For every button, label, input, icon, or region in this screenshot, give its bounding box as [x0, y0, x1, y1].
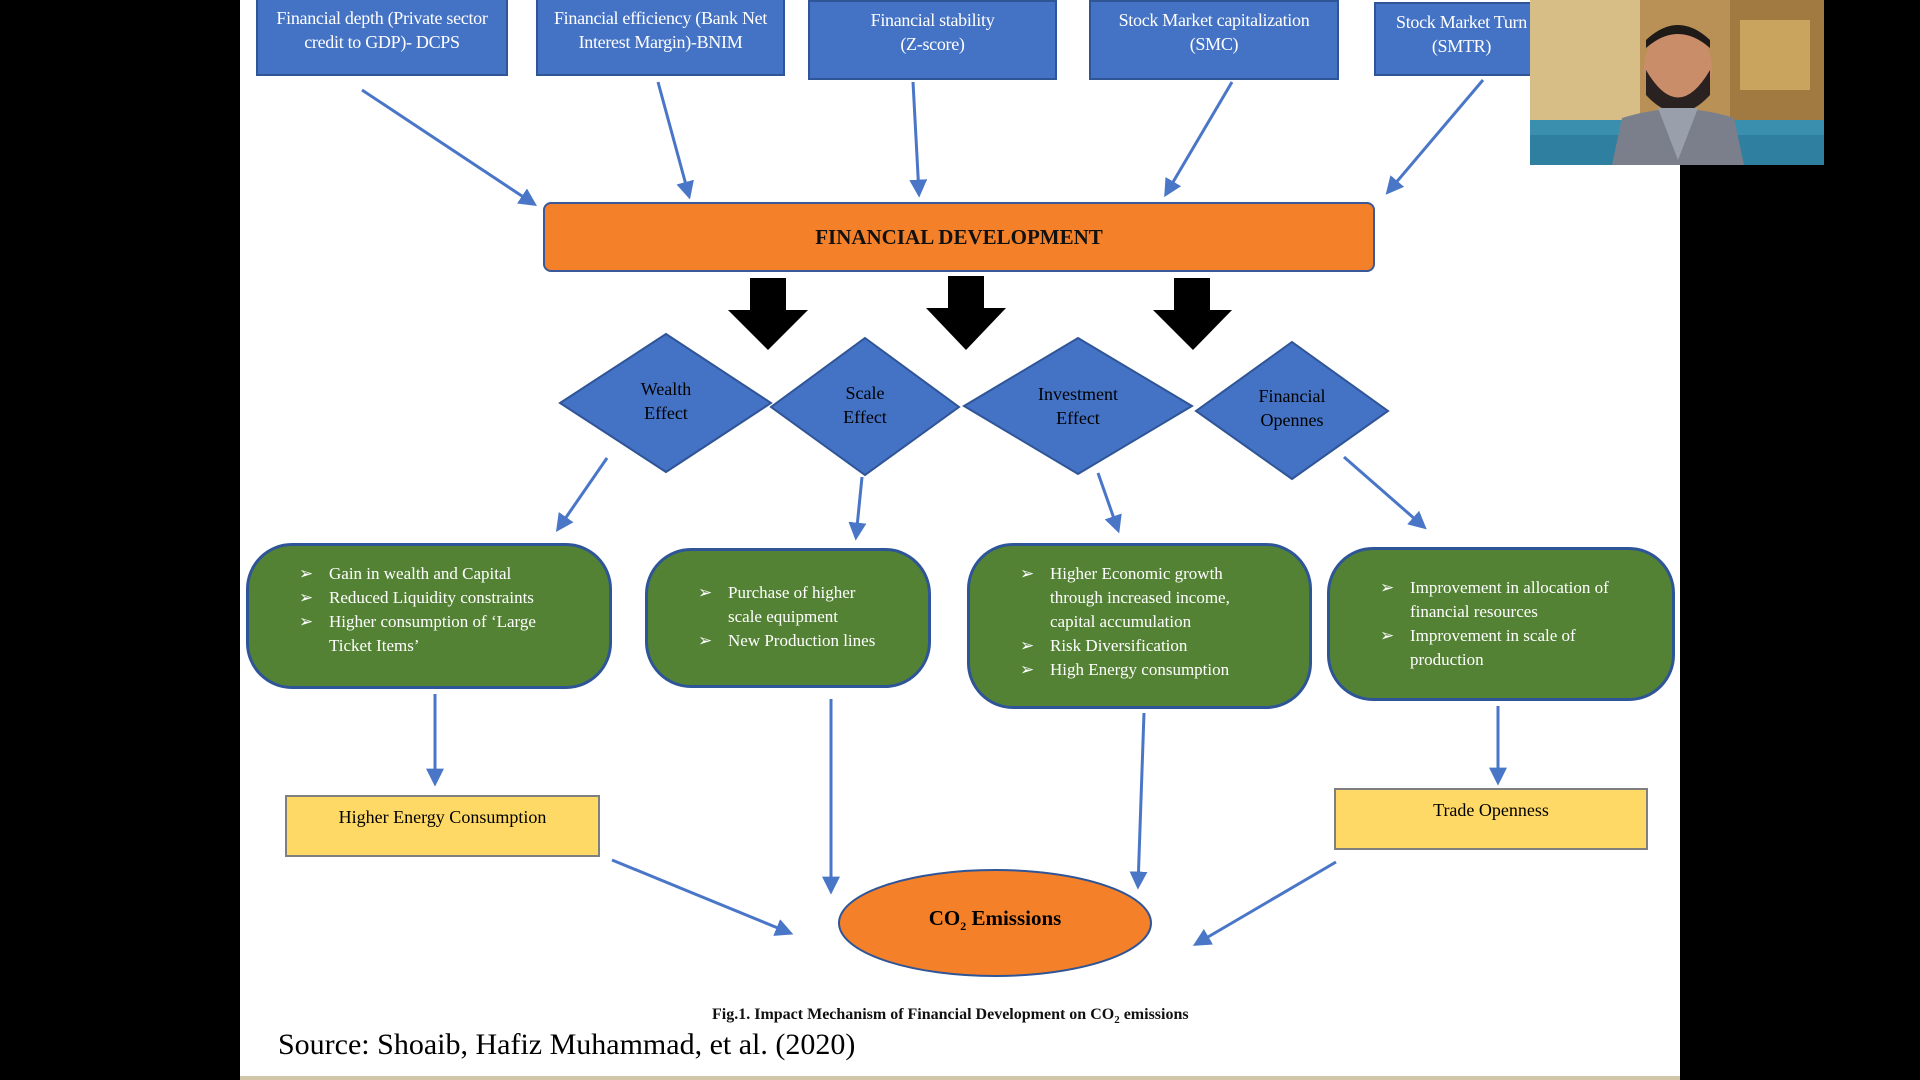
metric-line: Interest Margin)-BNIM	[578, 32, 743, 52]
co2-emissions-label: CO2 Emissions	[928, 906, 1062, 934]
slide-bottom-border	[240, 1076, 1680, 1080]
metric-line: Financial efficiency (Bank Net	[553, 8, 768, 28]
arrow-bullet-icon: ➢	[1020, 660, 1035, 679]
arrow-wealth-to-box	[555, 457, 609, 532]
metric-box-zscore: Financial stability (Z-score)	[808, 0, 1057, 80]
outcome-box-wealth: ➢Gain in wealth and Capital ➢Reduced Liq…	[246, 543, 612, 689]
financial-development-label: FINANCIAL DEVELOPMENT	[815, 224, 1103, 249]
arrow-bullet-icon: ➢	[299, 612, 314, 631]
arrow-bullet-icon: ➢	[299, 588, 314, 607]
diagram-connectors	[361, 79, 1507, 977]
arrow-openness-to-box	[1343, 455, 1427, 530]
arrow-bullet-icon: ➢	[299, 564, 314, 583]
arrow-bullet-icon: ➢	[1020, 636, 1035, 655]
arrow-bullet-icon: ➢	[698, 631, 713, 650]
figure-caption: Fig.1. Impact Mechanism of Financial Dev…	[712, 1006, 1189, 1027]
arrow-bnim-to-fd	[656, 81, 694, 200]
list-item: ➢New Production lines	[698, 629, 908, 653]
metric-line: Stock Market Turn	[1396, 12, 1527, 32]
metric-line: Financial depth (Private sector	[276, 8, 488, 28]
diamond-investment-effect	[962, 336, 1194, 476]
metric-box-smc: Stock Market capitalization (SMC)	[1089, 0, 1339, 80]
higher-energy-consumption-box: Higher Energy Consumption	[285, 795, 600, 857]
trade-openness-label: Trade Openness	[1433, 800, 1549, 820]
arrow-trade-to-co2	[1192, 860, 1337, 946]
arrow-smc-to-fd	[1164, 81, 1234, 198]
metric-line: (Z-score)	[900, 34, 965, 54]
diamond-scale-effect	[769, 336, 961, 477]
arrow-bullet-icon: ➢	[1380, 626, 1395, 645]
arrow-bullet-icon: ➢	[1020, 564, 1035, 583]
black-down-arrow-1	[728, 278, 808, 350]
metric-line: Stock Market capitalization	[1118, 10, 1310, 30]
arrow-bullet-icon: ➢	[1380, 578, 1395, 597]
co2-ellipse	[838, 869, 1152, 977]
metric-line: credit to GDP)- DCPS	[304, 32, 460, 52]
slide: Financial depth (Private sector credit to…	[240, 0, 1680, 1080]
metric-line: (SMC)	[1189, 34, 1239, 54]
metric-line: Financial stability	[870, 10, 995, 30]
diamond-wealth-effect	[558, 332, 773, 474]
arrow-investment-to-box	[1096, 472, 1122, 534]
arrow-energy-to-co2	[611, 858, 794, 936]
trade-openness-box: Trade Openness	[1334, 788, 1648, 850]
metric-line: (SMTR)	[1431, 36, 1492, 56]
arrow-bullet-icon: ➢	[698, 583, 713, 602]
list-item: ➢High Energy consumption	[1020, 658, 1289, 682]
arrow-scale-to-box	[848, 476, 867, 541]
diamond-financial-openness	[1194, 340, 1390, 481]
black-down-arrow-2	[926, 276, 1006, 350]
arrow-dcps-to-fd	[361, 88, 538, 206]
black-down-arrow-3	[1153, 278, 1232, 350]
source-citation: Source: Shoaib, Hafiz Muhammad, et al. (…	[278, 1028, 856, 1061]
list-item: ➢Gain in wealth and Capital	[299, 562, 589, 586]
arrow-zscore-to-fd	[909, 81, 928, 198]
metric-box-dcps: Financial depth (Private sector credit to…	[256, 0, 508, 76]
financial-development-bar: FINANCIAL DEVELOPMENT	[543, 202, 1375, 272]
list-item: ➢Reduced Liquidity constraints	[299, 586, 589, 610]
arrow-smtr-to-fd	[1385, 79, 1485, 195]
presenter-video-icon	[1530, 0, 1824, 165]
list-item: ➢Risk Diversification	[1020, 634, 1289, 658]
arrow-box3-to-co2	[1129, 712, 1148, 890]
higher-energy-consumption-label: Higher Energy Consumption	[338, 807, 547, 827]
webcam-video-feed[interactable]	[1530, 0, 1824, 165]
